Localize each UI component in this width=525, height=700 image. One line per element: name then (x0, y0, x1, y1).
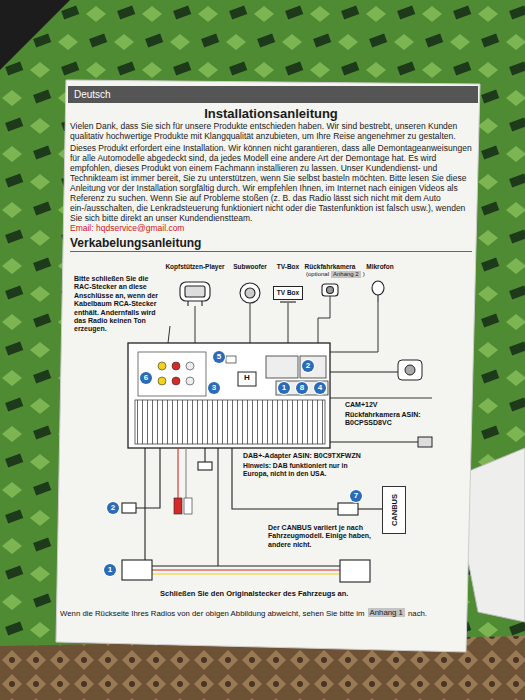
callout-number: 6 (140, 372, 152, 384)
instruction-text: Schließen Sie den Originalstecker des Fa… (160, 589, 348, 598)
callout-number: 5 (213, 351, 225, 363)
device-label: Subwoofer (233, 263, 267, 271)
node-text: 1 (108, 565, 112, 574)
email-text: Email: hqdservice@gmail.com (70, 223, 472, 233)
node-text: 5 (217, 352, 221, 361)
node-text: 6 (144, 373, 148, 382)
appendix-tag: Anhang 1 (368, 608, 405, 617)
section-heading: Verkabelungsanleitung (70, 236, 472, 252)
part-note: Rückfahrkamera ASIN: B0CPSSD8VC (345, 411, 437, 428)
optional-note: (optional (306, 271, 329, 278)
hint-text: Der CANBUS variiert je nach Fahrzeugmode… (268, 524, 376, 549)
callout-number: 2 (107, 502, 119, 514)
tv-box: TV Box (273, 286, 303, 300)
node-text: 1 (282, 383, 286, 392)
node-text: CANBUS (390, 494, 399, 526)
language-band: Deutsch (68, 86, 478, 103)
node-text: Anhang 2 (333, 271, 359, 277)
wiring-harness (122, 448, 382, 582)
optional-note: ) (363, 271, 365, 278)
node-text: 2 (111, 503, 115, 512)
node-text: 4 (318, 383, 322, 392)
footer-text: nach. (408, 609, 427, 618)
node-text: Anhang 1 (370, 608, 403, 617)
node-text: 3 (212, 383, 216, 392)
rear-camera (330, 360, 432, 447)
callout-number: 1 (104, 564, 116, 576)
callout-number: 4 (314, 382, 326, 394)
title: Installationsanleitung (70, 106, 472, 121)
paper-sheet (56, 80, 480, 652)
footer-text: Wenn die Rückseite Ihres Radios von der … (60, 609, 365, 618)
node-text: 7 (354, 491, 358, 500)
device-icons (180, 281, 384, 306)
callout-number: 1 (278, 382, 290, 394)
hint-text: Hinweis: DAB funktioniert nur in Europa,… (243, 462, 371, 478)
appendix-tag: Anhang 2 (331, 271, 361, 278)
device-label: Mikrofon (366, 263, 393, 271)
node-text: TV Box (277, 289, 299, 296)
radio-back (128, 343, 330, 448)
callout-number: 8 (296, 382, 308, 394)
intro-column: InstallationsanleitungVielen Dank, dass … (70, 106, 472, 252)
node-text: Deutsch (74, 89, 111, 100)
signal-name: CAM+12V (345, 401, 377, 409)
device-label: Kopfstützen-Player (165, 263, 224, 271)
callout-number: 7 (350, 490, 362, 502)
port-symbol: H (244, 373, 250, 383)
intro-text: Dieses Produkt erfordert eine Installati… (70, 143, 472, 223)
canbus-box: CANBUS (382, 486, 406, 534)
intro-text: Vielen Dank, dass Sie sich für unsere Pr… (70, 121, 472, 141)
node-text: 8 (300, 383, 304, 392)
callout-number: 2 (302, 360, 314, 372)
device-label: TV-Box (277, 263, 299, 271)
callout-number: 3 (208, 382, 220, 394)
node-text: 2 (306, 361, 310, 370)
dark-corner (0, 0, 70, 70)
note-text: Bitte schließen Sie die RAC-Stecker an d… (74, 275, 166, 334)
part-note: DAB+-Adapter ASIN: B0C9TXFWZN (243, 452, 361, 460)
